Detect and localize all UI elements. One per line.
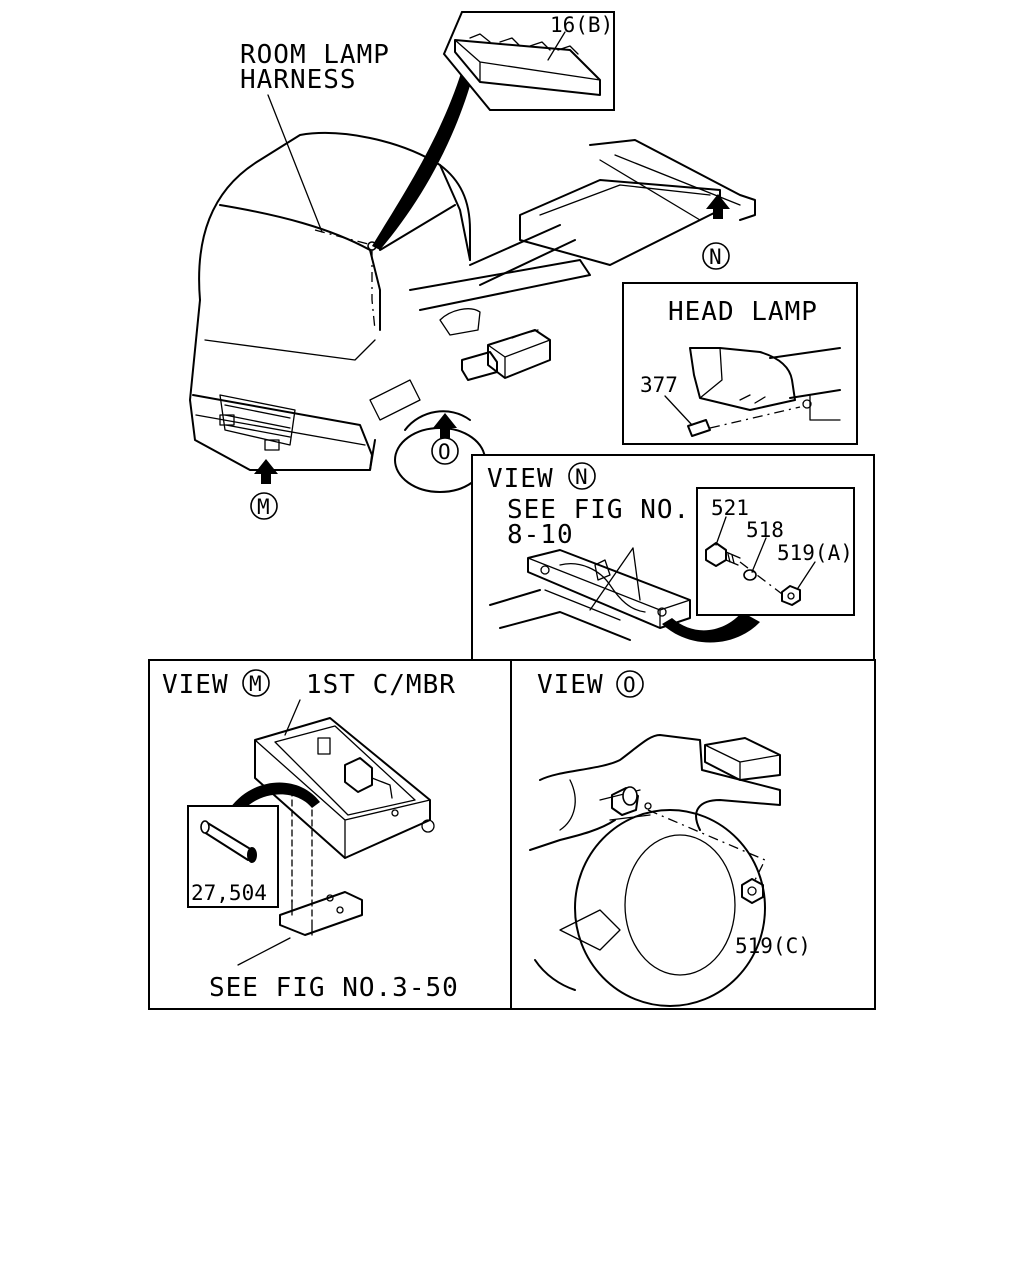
view-o-panel [510,659,876,1010]
part-519a-label: 519(A) [777,541,853,565]
see-fig-8-10-line1: SEE FIG NO. [507,495,690,525]
room-lamp-label-line1: ROOM LAMP [240,40,390,70]
marker-n-letter: N [709,245,722,269]
view-n-title: VIEW [487,464,554,494]
view-o-marker-letter: O [623,673,636,697]
view-n-marker-letter: N [575,465,588,489]
view-o-marker: O [616,670,644,698]
view-m-marker-letter: M [249,672,262,696]
part-16b-label: 16(B) [550,13,613,37]
view-m-panel [148,659,512,1010]
connector-16b-inset [442,11,615,111]
head-lamp-title: HEAD LAMP [668,297,818,327]
grommet-27-504-inset [187,805,279,908]
see-fig-3-50-label: SEE FIG NO.3-50 [209,973,459,1003]
part-377-label: 377 [640,373,678,397]
truck-overview [189,70,756,493]
bolt-nut-inset [696,487,855,616]
marker-m: M [250,492,278,520]
see-fig-8-10-line2: 8-10 [507,520,574,550]
marker-o-letter: O [438,440,451,464]
marker-o: O [431,437,459,465]
room-lamp-label-line2: HARNESS [240,65,357,95]
part-27-504-label: 27,504 [191,881,267,905]
part-519c-label: 519(C) [735,934,811,958]
view-m-marker: M [242,669,270,697]
view-n-marker: N [568,462,596,490]
marker-n: N [702,242,730,270]
part-518-label: 518 [746,518,784,542]
marker-m-letter: M [257,495,270,519]
view-m-title: VIEW [162,670,229,700]
head-lamp-panel [622,282,858,445]
part-521-label: 521 [711,496,749,520]
first-cmbr-label: 1ST C/MBR [306,670,456,700]
view-o-title: VIEW [537,670,604,700]
